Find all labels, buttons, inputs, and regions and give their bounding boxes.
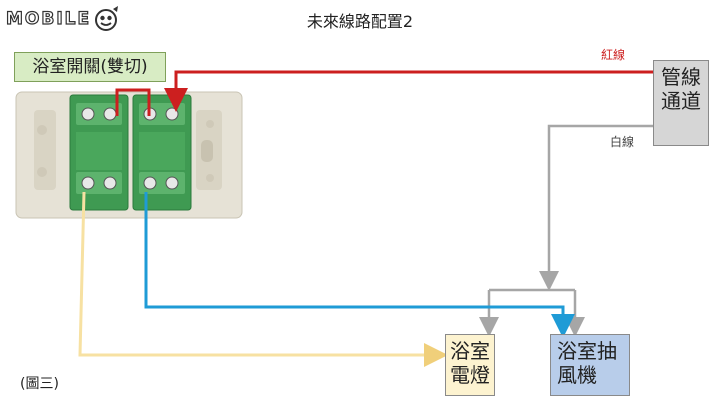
blue-wire xyxy=(144,192,575,338)
conduit-label-line1: 管線 xyxy=(661,65,701,89)
bathroom-light-box: 浴室 電燈 xyxy=(445,334,495,396)
red-wire xyxy=(164,70,653,112)
fan-label-line2: 風機 xyxy=(557,363,597,387)
conduit-label-line2: 通道 xyxy=(661,89,701,113)
mobile01-face-icon xyxy=(95,6,119,31)
logo-text: MOBILE xyxy=(5,8,92,29)
figure-label: (圖三) xyxy=(20,376,59,392)
white-wire xyxy=(539,124,653,291)
mobile01-logo: MOBILE xyxy=(5,6,121,32)
switch-label: 浴室開關(雙切) xyxy=(32,57,148,77)
switch-plate xyxy=(15,91,243,219)
conduit-box: 管線 通道 xyxy=(653,60,709,146)
diagram-title: 未來線路配置2 xyxy=(306,12,414,31)
fan-label-line1: 浴室抽 xyxy=(557,339,617,363)
light-label-line1: 浴室 xyxy=(450,339,490,363)
yellow-wire xyxy=(78,191,448,367)
red-wire-label: 紅線 xyxy=(601,48,626,62)
switch-module-right xyxy=(132,94,192,211)
switch-label-box: 浴室開關(雙切) xyxy=(14,52,166,82)
white-wire-label: 白線 xyxy=(610,135,635,149)
bathroom-fan-box: 浴室抽 風機 xyxy=(550,334,630,396)
switch-module-left xyxy=(69,94,129,211)
red-jumper-wire xyxy=(115,88,151,116)
light-label-line2: 電燈 xyxy=(450,363,490,387)
